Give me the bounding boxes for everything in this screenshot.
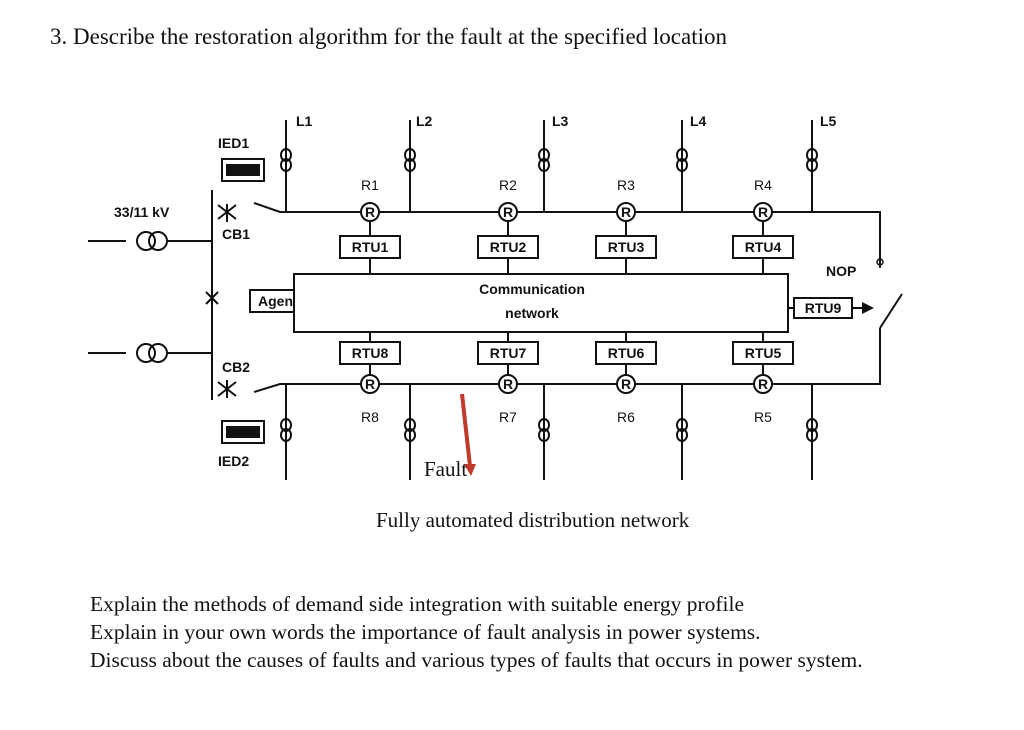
svg-text:R: R [365,204,375,220]
ied1-label: IED1 [218,135,249,151]
ied2-box [221,420,265,444]
rtu-top-label: RTU2 [490,239,527,255]
relay-label-top: R3 [617,177,635,193]
circuit-breaker-cb1 [217,204,237,222]
svg-text:R: R [365,376,375,392]
network-label-2: network [505,305,559,321]
fault-label: Fault [424,457,467,481]
cb2-label: CB2 [222,359,250,375]
question-title: 3. Describe the restoration algorithm fo… [50,24,727,49]
network-label-1: Communication [479,281,585,297]
nop-switch [876,258,903,329]
relay-label-bottom: R5 [754,409,772,425]
question-item: Discuss about the causes of faults and v… [90,648,863,672]
svg-text:R: R [503,204,513,220]
relay-label-top: R2 [499,177,517,193]
rtu-top-label: RTU1 [352,239,389,255]
relay-top-icon: R [616,202,636,222]
rtu-top-label: RTU3 [608,239,645,255]
relay-label-bottom: R6 [617,409,635,425]
rtu-bottom-label: RTU8 [352,345,389,361]
rtu-top-label: RTU4 [745,239,782,255]
svg-text:R: R [758,376,768,392]
ied2-label: IED2 [218,453,249,469]
svg-text:R: R [758,204,768,220]
rtu9-label: RTU9 [805,300,842,316]
relay-top-icon: R [360,202,380,222]
relay-top-icon: R [498,202,518,222]
relay-label-top: R4 [754,177,772,193]
svg-text:R: R [621,204,631,220]
agent-label: Agent [258,293,298,309]
relay-top-icon: R [753,202,773,222]
line-label-l5: L5 [820,113,837,129]
transformer-1 [88,231,212,251]
relay-bottom-icon: R [616,374,636,394]
communication-network-box [293,273,789,333]
voltage-label: 33/11 kV [114,204,170,220]
ied1-box [221,158,265,182]
rtu-bottom-label: RTU7 [490,345,527,361]
relay-label-top: R1 [361,177,379,193]
bus-tie-switch [205,291,219,305]
line-label-l2: L2 [416,113,433,129]
diagram-caption: Fully automated distribution network [376,508,690,532]
transformer-2 [88,343,212,363]
relay-bottom-icon: R [753,374,773,394]
relay-bottom-icon: R [498,374,518,394]
rtu-bottom-label: RTU5 [745,345,782,361]
circuit-breaker-cb2 [217,380,237,398]
relay-label-bottom: R7 [499,409,517,425]
line-label-l3: L3 [552,113,569,129]
fault-arrow [460,393,476,476]
question-item: Explain in your own words the importance… [90,620,761,644]
top-feeder [253,202,881,268]
cb1-label: CB1 [222,226,250,242]
svg-text:R: R [503,376,513,392]
nop-label: NOP [826,263,856,279]
relay-label-bottom: R8 [361,409,379,425]
rtu-bottom-label: RTU6 [608,345,645,361]
question-item: Explain the methods of demand side integ… [90,592,744,616]
question-list: Explain the methods of demand side integ… [90,590,863,674]
line-label-l4: L4 [690,113,707,129]
relay-bottom-icon: R [360,374,380,394]
svg-text:R: R [621,376,631,392]
bottom-feeder [253,328,881,393]
line-label-l1: L1 [296,113,313,129]
